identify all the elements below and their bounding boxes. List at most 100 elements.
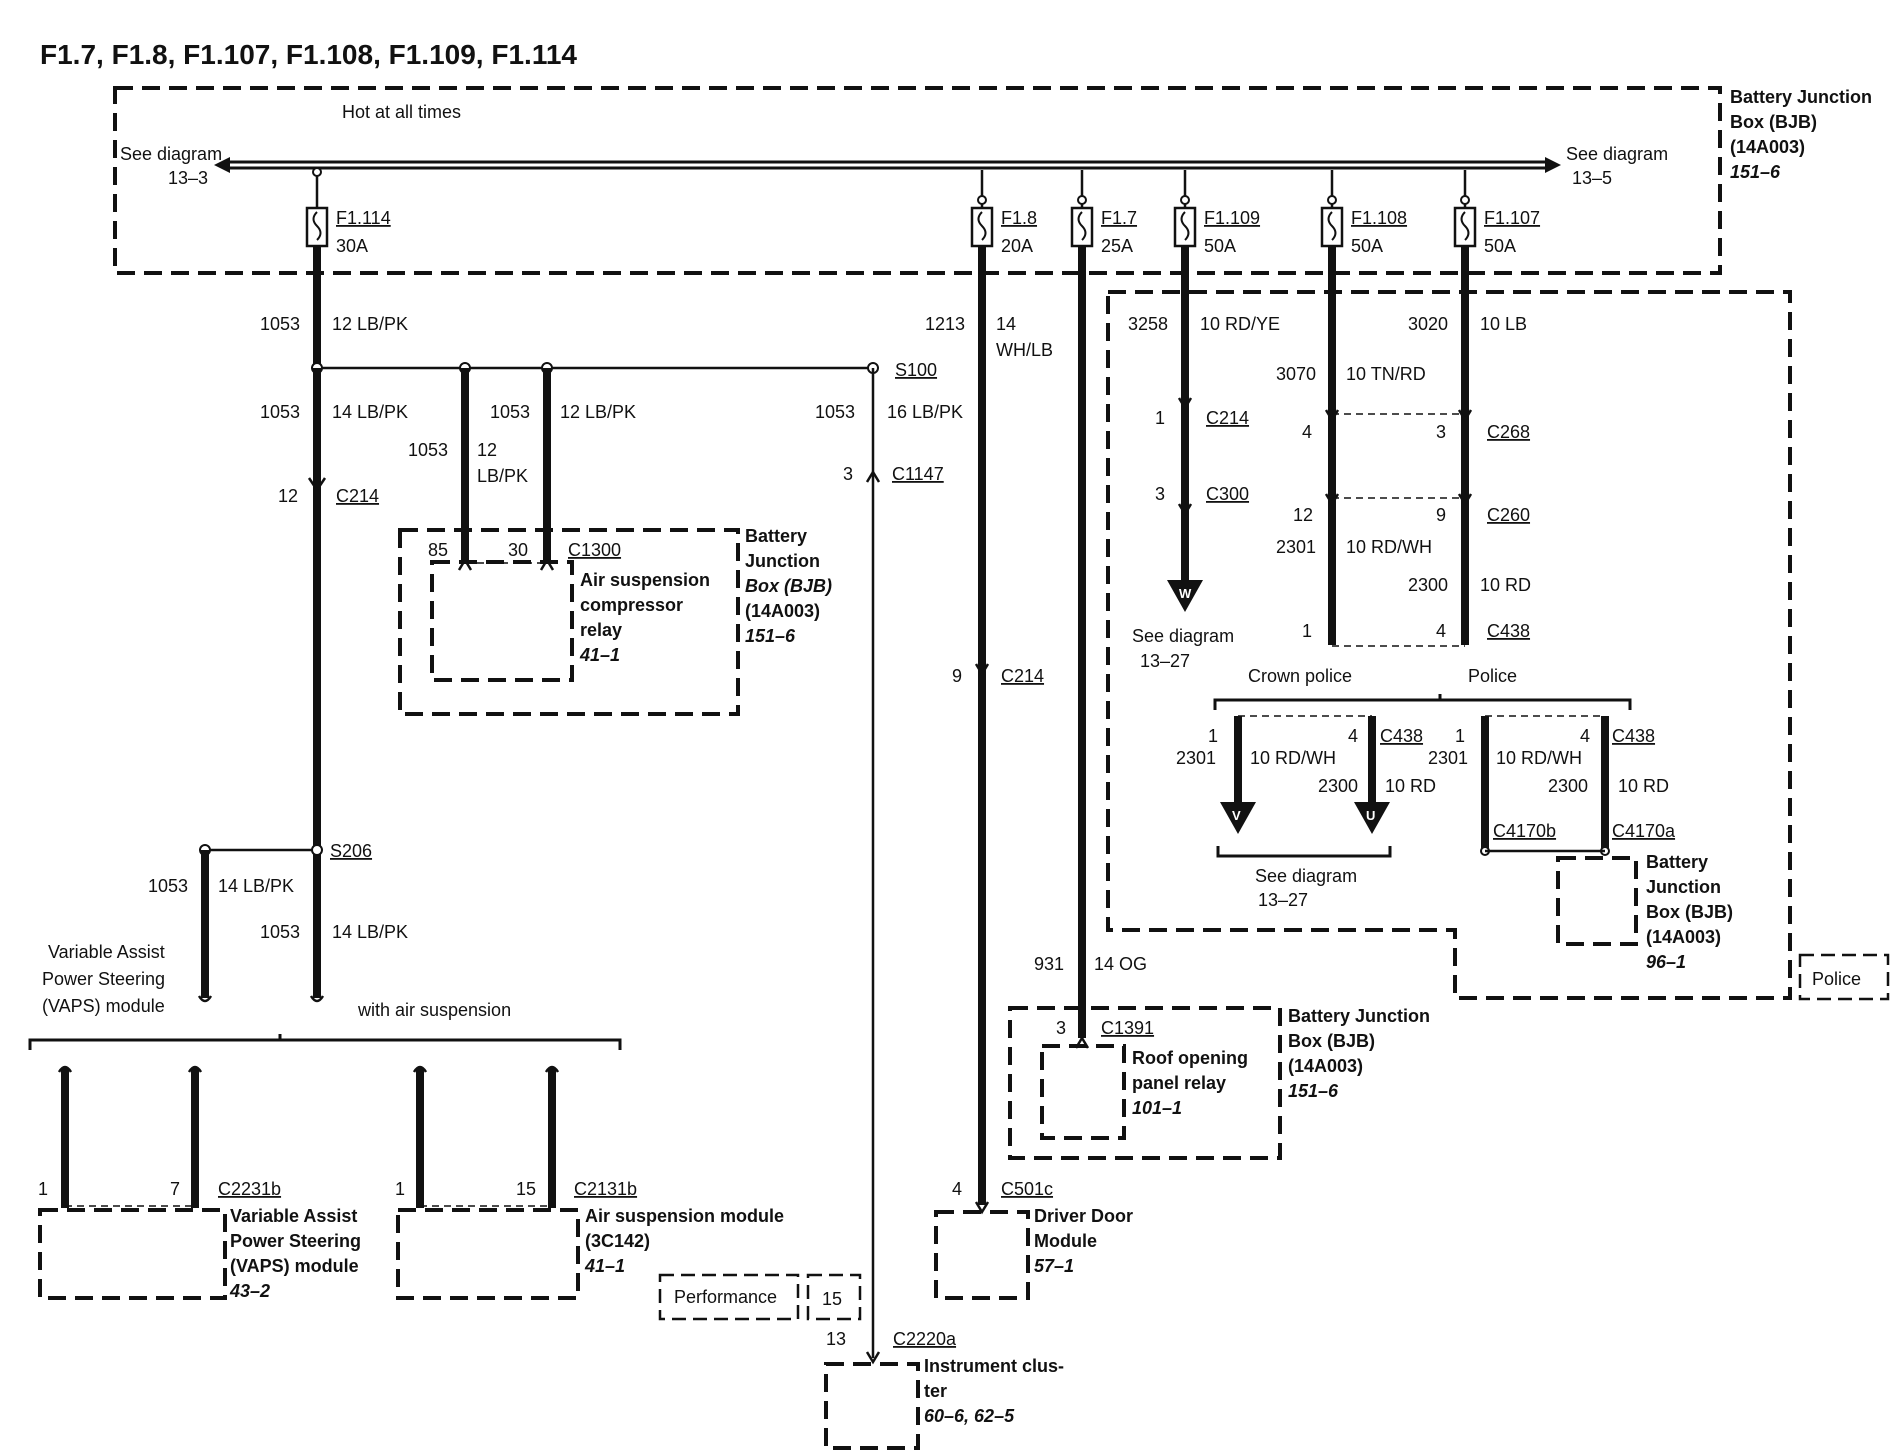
- police-2301-num: 2301: [1428, 748, 1468, 768]
- connector-c214-left-pin: 12: [278, 486, 298, 506]
- connector-c2220a: C2220a: [893, 1329, 957, 1349]
- wire-1053-14-spec: 14 LB/PK: [332, 402, 408, 422]
- crown-2301-spec: 10 RD/WH: [1250, 748, 1336, 768]
- bus-arrow-left: [214, 157, 230, 173]
- connector-c214-f109-pin: 1: [1155, 408, 1165, 428]
- wire-air-1053-spec: 14 LB/PK: [332, 922, 408, 942]
- arrow-w-letter: W: [1179, 586, 1192, 601]
- relay-compressor-name-3: relay: [580, 620, 622, 640]
- option-performance-pin-box: [806, 1273, 862, 1321]
- bjb-police-name-4: (14A003): [1646, 927, 1721, 947]
- vaps-module-name-2: Power Steering: [230, 1231, 361, 1251]
- wire-3070-spec: 10 TN/RD: [1346, 364, 1426, 384]
- c268-pin-3: 3: [1436, 422, 1446, 442]
- fuse-f1-108: F1.108 50A: [1320, 170, 1407, 256]
- connector-c4170b: C4170b: [1493, 821, 1556, 841]
- wire-2301-spec: 10 RD/WH: [1346, 537, 1432, 557]
- bjb-main-name-2: Box (BJB): [1730, 112, 1817, 132]
- crown-2301-num: 2301: [1176, 748, 1216, 768]
- relay-compressor-bjb-4: (14A003): [745, 601, 820, 621]
- option-vaps-2: Power Steering: [42, 969, 165, 989]
- cluster-box: [824, 1362, 920, 1450]
- wire-3258-spec: 10 RD/YE: [1200, 314, 1280, 334]
- ddm-box: [934, 1210, 1030, 1300]
- wire-vaps-1053-spec: 14 LB/PK: [218, 876, 294, 896]
- connector-c214-f18: C214: [1001, 666, 1044, 686]
- wire-1213-spec-2: WH/LB: [996, 340, 1053, 360]
- air-module-name-1: Air suspension module: [585, 1206, 784, 1226]
- splice-s206-dot: [311, 844, 323, 856]
- police-region-box: [1106, 290, 1792, 1000]
- connector-c214-left-mark: [307, 477, 327, 493]
- vaps-module-name-1: Variable Assist: [230, 1206, 357, 1226]
- bjb-roof-box: [1008, 1006, 1282, 1160]
- police-2300-spec: 10 RD: [1618, 776, 1669, 796]
- fuse-f1-109-amps: 50A: [1204, 236, 1236, 256]
- option-police: Police: [1468, 666, 1517, 686]
- wire-1053-14-num: 1053: [260, 402, 300, 422]
- relay-compressor-bjb-ref: 151–6: [745, 626, 796, 646]
- ddm-pin: 4: [952, 1179, 962, 1199]
- connector-c2131b: C2131b: [574, 1179, 637, 1199]
- connector-c1391: C1391: [1101, 1018, 1154, 1038]
- bjb-main-name-1: Battery Junction: [1730, 87, 1872, 107]
- relay-compressor-bjb-2: Junction: [745, 551, 820, 571]
- fuse-f1-107-amps: 50A: [1484, 236, 1516, 256]
- cluster-ref: 60–6, 62–5: [924, 1406, 1015, 1426]
- fuse-f1-114: F1.114 30A: [305, 167, 391, 256]
- air-module-ref: 41–1: [584, 1256, 625, 1276]
- see-diagram-left-1: See diagram: [120, 144, 222, 164]
- fuse-f1-8-id: F1.8: [1001, 208, 1037, 228]
- relay-compressor-bjb-3: Box (BJB): [745, 576, 832, 596]
- wire-1053-main-spec: 12 LB/PK: [332, 314, 408, 334]
- bjb-main-ref: 151–6: [1730, 162, 1781, 182]
- wire-1053-relay85-num: 1053: [408, 440, 448, 460]
- c438-police-pin-4: 4: [1580, 726, 1590, 746]
- connector-c1300: C1300: [568, 540, 621, 560]
- fuse-f1-7-amps: 25A: [1101, 236, 1133, 256]
- arrow-u: [1354, 802, 1390, 834]
- connector-c438-police: C438: [1612, 726, 1655, 746]
- connector-c300: C300: [1206, 484, 1249, 504]
- c438-crown-pin-4: 4: [1348, 726, 1358, 746]
- bjb-police-ref: 96–1: [1646, 952, 1686, 972]
- option-crown-police: Crown police: [1248, 666, 1352, 686]
- see-w-text-2: 13–27: [1140, 651, 1190, 671]
- connector-c214-left: C214: [336, 486, 379, 506]
- connector-c438-crown: C438: [1380, 726, 1423, 746]
- fuse-f1-107-id: F1.107: [1484, 208, 1540, 228]
- fuse-f1-7-id: F1.7: [1101, 208, 1137, 228]
- ddm-ref: 57–1: [1034, 1256, 1074, 1276]
- vaps-module-name-3: (VAPS) module: [230, 1256, 359, 1276]
- see-diagram-left-2: 13–3: [168, 168, 208, 188]
- roof-bjb-1: Battery Junction: [1288, 1006, 1430, 1026]
- cluster-name-1: Instrument clus-: [924, 1356, 1064, 1376]
- wire-1053-relay85-spec-2: LB/PK: [477, 466, 528, 486]
- bus-arrow-right: [1545, 157, 1561, 173]
- wire-931-spec: 14 OG: [1094, 954, 1147, 974]
- wire-2301-num: 2301: [1276, 537, 1316, 557]
- see-vu-text-1: See diagram: [1255, 866, 1357, 886]
- fuse-f1-8-amps: 20A: [1001, 236, 1033, 256]
- wire-1053-relay30-num: 1053: [490, 402, 530, 422]
- connector-c300-pin: 3: [1155, 484, 1165, 504]
- see-w-text-1: See diagram: [1132, 626, 1234, 646]
- fuse-f1-8: F1.8 20A: [970, 170, 1037, 256]
- bjb-main-box: [113, 86, 1722, 275]
- bjb-police-box: [1556, 856, 1638, 946]
- roof-relay-pin: 3: [1056, 1018, 1066, 1038]
- connector-c1147-pin: 3: [843, 464, 853, 484]
- fuse-f1-114-id: F1.114: [336, 208, 391, 228]
- c260-pin-12: 12: [1293, 505, 1313, 525]
- c438-crown-pin-1: 1: [1208, 726, 1218, 746]
- wire-1213-num: 1213: [925, 314, 965, 334]
- relay-compressor-name-1: Air suspension: [580, 570, 710, 590]
- wire-1053-16-spec: 16 LB/PK: [887, 402, 963, 422]
- connector-c1147: C1147: [892, 464, 944, 484]
- wire-1053-relay85-spec-1: 12: [477, 440, 497, 460]
- fuse-f1-114-amps: 30A: [336, 236, 368, 256]
- arrow-v-letter: V: [1232, 808, 1241, 823]
- bjb-police-name-2: Junction: [1646, 877, 1721, 897]
- air-module-name-2: (3C142): [585, 1231, 650, 1251]
- option-performance-pin: 15: [822, 1289, 842, 1309]
